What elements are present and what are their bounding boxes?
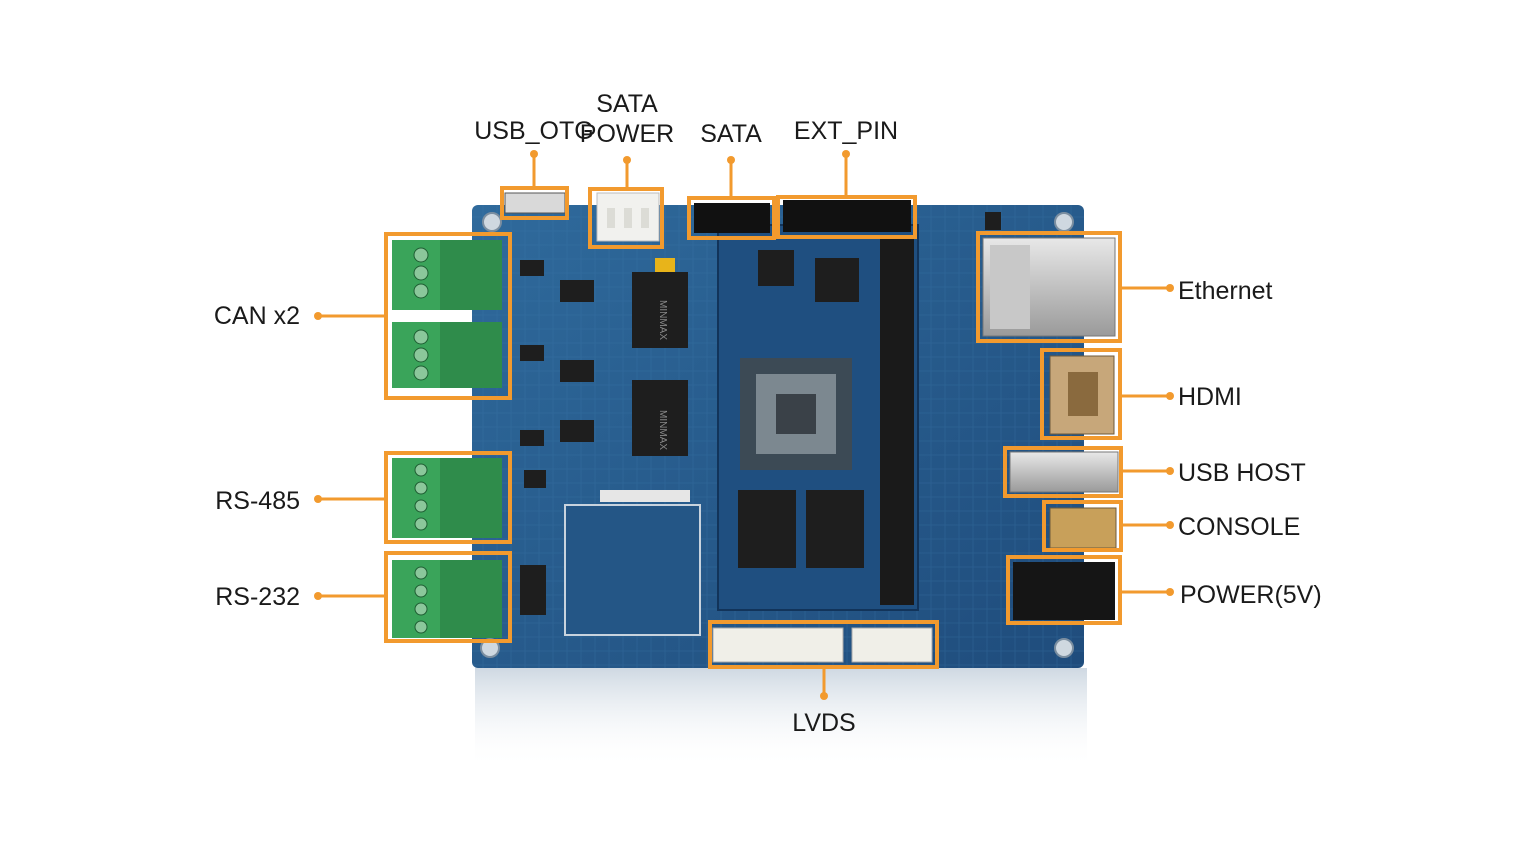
- label-sata-power-line1: SATA: [596, 90, 658, 118]
- label-lvds: LVDS: [792, 709, 856, 737]
- label-rs232: RS-232: [215, 583, 300, 611]
- can-terminals: [392, 240, 502, 388]
- board-reflection: [475, 668, 1087, 768]
- rs485-terminal: [392, 458, 502, 538]
- hdmi-box: [1040, 348, 1122, 440]
- label-power: POWER(5V): [1180, 581, 1322, 609]
- minmax-text: MINMAX: [657, 410, 668, 450]
- mount-hole: [1054, 638, 1074, 658]
- lvds-connectors: [712, 627, 933, 663]
- label-sata-power-line2: POWER: [579, 120, 675, 148]
- label-hdmi: HDMI: [1178, 383, 1242, 411]
- power-box: [1006, 555, 1122, 625]
- callout-lines: [318, 154, 1170, 696]
- mount-hole: [482, 212, 502, 232]
- label-console: CONSOLE: [1178, 513, 1301, 541]
- label-rs485: RS-485: [215, 487, 300, 515]
- top-connectors: [504, 192, 911, 242]
- som-module: [717, 224, 919, 611]
- relay-area: [564, 490, 701, 636]
- label-usb-otg: USB_OTG: [474, 117, 594, 145]
- right-connectors: [982, 212, 1119, 620]
- label-ethernet: Ethernet: [1178, 277, 1273, 305]
- label-sata: SATA: [700, 120, 762, 148]
- rs232-terminal: [392, 560, 502, 638]
- interface-chips: [520, 260, 594, 615]
- power-modules: MINMAX MINMAX: [632, 258, 688, 456]
- callout-dots: [314, 150, 1174, 700]
- label-usb-host: USB HOST: [1178, 459, 1306, 487]
- minmax-text: MINMAX: [657, 300, 668, 340]
- label-can: CAN x2: [213, 302, 300, 330]
- label-ext-pin: EXT_PIN: [793, 117, 899, 145]
- mount-hole: [1054, 212, 1074, 232]
